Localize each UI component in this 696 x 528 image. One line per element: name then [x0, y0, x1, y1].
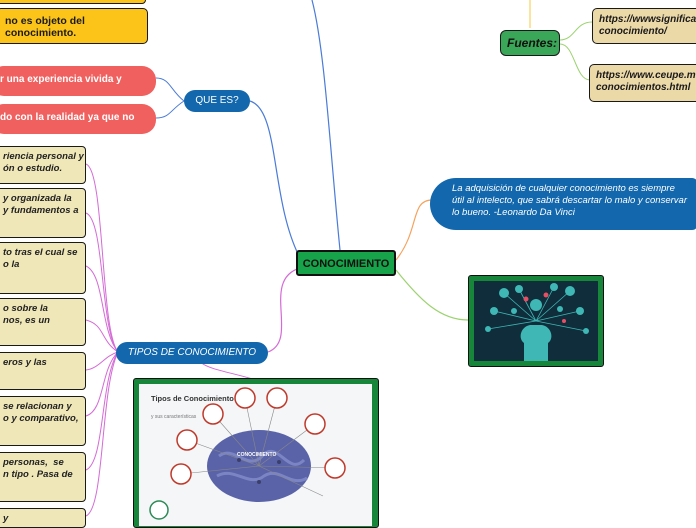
fuentes-label: Fuentes: — [507, 36, 558, 50]
tipo-item-6-text: se relacionan y o y comparativo, — [3, 401, 79, 424]
infographic-frame[interactable]: Tipos de Conocimiento y sus característi… — [133, 378, 379, 528]
que-es-node[interactable]: QUE ES? — [184, 90, 250, 112]
fuente-link-1-text: https://wwwsignifica conocimiento/ — [599, 14, 696, 37]
tipo-item-1-text: riencia personal y ón o estudio. — [3, 151, 84, 174]
cropped-yellow-box — [0, 0, 146, 4]
infographic-subtitle: y sus características — [151, 414, 197, 420]
fuentes-node[interactable]: Fuentes: — [500, 30, 560, 56]
tipo-item-8[interactable]: y — [0, 508, 86, 528]
central-topic-label: CONOCIMIENTO — [302, 258, 390, 270]
infographic-image: Tipos de Conocimiento y sus característi… — [139, 384, 372, 526]
tipo-item-5[interactable]: eros y las — [0, 352, 86, 390]
que-es-item-2[interactable]: do con la realidad ya que no — [0, 104, 156, 134]
tipo-item-5-text: eros y las — [3, 357, 47, 368]
mind-image-frame[interactable] — [468, 275, 604, 367]
que-es-item-1-text: r una experiencia vivida y — [0, 74, 122, 85]
tipo-item-4-text: o sobre la nos, es un — [3, 303, 50, 326]
quote-text: La adquisición de cualquier conocimiento… — [452, 183, 687, 218]
digital-head-image — [474, 281, 598, 361]
tipo-item-4[interactable]: o sobre la nos, es un — [0, 298, 86, 346]
tipo-item-6[interactable]: se relacionan y o y comparativo, — [0, 396, 86, 446]
brain-label: CONOCIMIENTO — [237, 452, 277, 458]
tipos-node[interactable]: TIPOS DE CONOCIMIENTO — [116, 342, 268, 364]
infographic-title: Tipos de Conocimiento — [151, 394, 234, 403]
tipo-item-7[interactable]: personas, se n tipo . Pasa de — [0, 452, 86, 502]
fuente-link-2-text: https://www.ceupe.m conocimientos.html — [596, 70, 696, 93]
tipo-item-2[interactable]: y organizada la y fundamentos a — [0, 188, 86, 238]
que-es-item-2-text: do con la realidad ya que no — [0, 112, 135, 123]
brain-diagram — [149, 387, 346, 520]
tipo-item-8-text: y — [3, 513, 9, 524]
que-es-item-1[interactable]: r una experiencia vivida y — [0, 66, 156, 96]
que-es-label: QUE ES? — [195, 95, 239, 106]
tipo-item-2-text: y organizada la y fundamentos a — [3, 193, 79, 216]
tipo-item-7-text: personas, se n tipo . Pasa de — [3, 457, 73, 480]
tipo-item-1[interactable]: riencia personal y ón o estudio. — [0, 146, 86, 184]
tipo-item-3[interactable]: to tras el cual se o la — [0, 242, 86, 294]
tipos-label: TIPOS DE CONOCIMIENTO — [127, 347, 257, 358]
tipo-item-3-text: to tras el cual se o la — [3, 247, 78, 270]
fuente-link-1[interactable]: https://wwwsignifica conocimiento/ — [592, 8, 696, 44]
quote-node[interactable]: La adquisición de cualquier conocimiento… — [430, 178, 696, 230]
knowledge-object-note[interactable]: no es objeto del conocimiento. — [0, 8, 148, 44]
fuente-link-2[interactable]: https://www.ceupe.m conocimientos.html — [589, 64, 696, 102]
knowledge-object-note-text: no es objeto del conocimiento. — [5, 15, 85, 39]
central-topic[interactable]: CONOCIMIENTO — [296, 250, 396, 276]
